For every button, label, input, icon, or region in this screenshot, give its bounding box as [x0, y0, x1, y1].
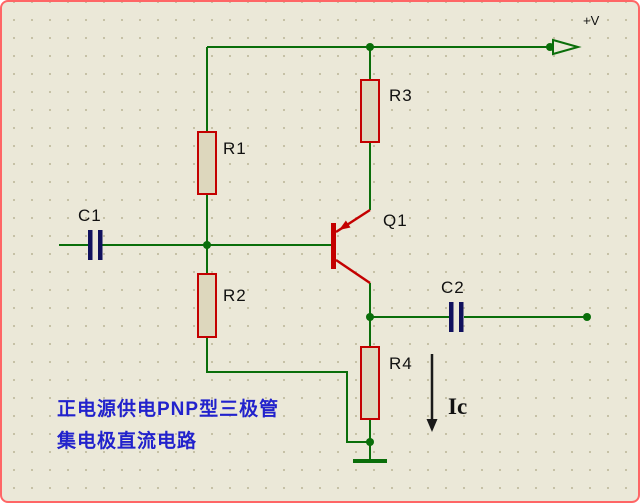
resistors — [197, 79, 380, 420]
label-c2: C2 — [441, 278, 465, 297]
transistor-q1 — [331, 208, 371, 285]
junction-dot — [366, 313, 374, 321]
wires — [59, 46, 587, 443]
label-q1: Q1 — [383, 211, 408, 230]
power-terminal-icon — [552, 38, 582, 56]
junction-dot — [366, 43, 374, 51]
capacitor-c2-plate-left — [449, 302, 454, 332]
label-power: +V — [583, 13, 600, 28]
power-terminal — [552, 38, 582, 56]
label-r2: R2 — [223, 286, 247, 305]
label-current-ic: Ic — [448, 394, 468, 419]
junction-dot — [366, 438, 374, 446]
pnp-emitter-arrow-icon — [339, 220, 351, 230]
caption-line-2: 集电极直流电路 — [57, 431, 198, 452]
caption-line-1: 正电源供电PNP型三极管 — [57, 399, 280, 420]
wire-r2-to-ground — [206, 337, 370, 443]
label-r3: R3 — [389, 86, 413, 105]
junction-dot — [546, 43, 554, 51]
junction-dot — [203, 241, 211, 249]
capacitor-c1-plate-right — [98, 230, 103, 260]
label-r1: R1 — [223, 139, 247, 158]
resistor-r3 — [360, 79, 380, 143]
capacitor-c1-plate-left — [88, 230, 93, 260]
capacitors — [88, 230, 464, 332]
label-r4: R4 — [389, 354, 413, 373]
capacitor-c2-plate-right — [459, 302, 464, 332]
resistor-r1 — [197, 131, 217, 195]
junction-dots — [203, 43, 591, 446]
current-arrow — [426, 354, 438, 432]
resistor-r4 — [360, 346, 380, 420]
resistor-r2 — [197, 273, 217, 338]
transistor-base-bar — [331, 223, 336, 269]
output-terminal-dot — [583, 313, 591, 321]
arrow-down-icon — [426, 419, 438, 432]
transistor-collector-line — [335, 258, 371, 285]
label-c1: C1 — [78, 206, 102, 225]
